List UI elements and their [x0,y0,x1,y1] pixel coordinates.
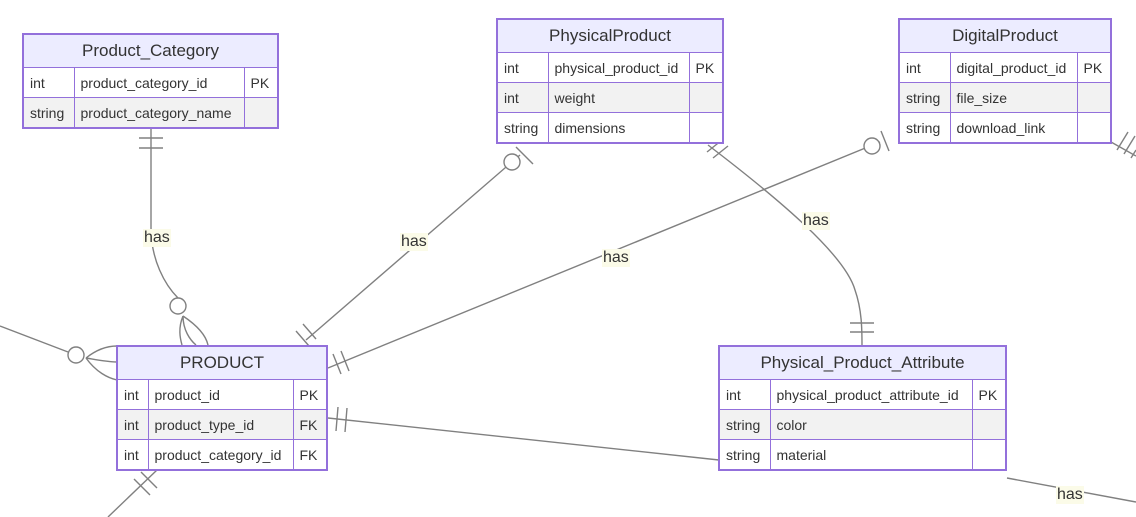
attribute-row: int product_category_id PK [24,68,277,98]
attribute-key [688,112,722,142]
attribute-row: string product_category_name [24,97,277,127]
attribute-type: int [498,53,549,83]
attribute-table: int physical_product_attribute_id PK str… [720,380,1005,469]
attribute-name: dimensions [547,112,690,142]
attribute-type: int [24,68,75,98]
attribute-row: string color [720,409,1005,440]
attribute-row: string material [720,439,1005,469]
entity-title: Product_Category [24,35,277,68]
edge-category-product [139,129,209,346]
relationship-label-physical-product: has [400,233,428,251]
attribute-type: int [118,409,149,440]
attribute-key: FK [292,409,326,440]
attribute-name: product_category_id [147,439,294,469]
attribute-key: PK [243,68,277,98]
attribute-key [688,82,722,113]
attribute-type: int [720,380,771,410]
entity-title: PRODUCT [118,347,326,380]
attribute-table: int physical_product_id PK int weight st… [498,53,722,142]
attribute-key: PK [688,53,722,83]
attribute-key [971,439,1005,469]
attribute-type: int [118,439,149,469]
entity-physical-product: PhysicalProduct int physical_product_id … [496,18,724,144]
entity-product-category: Product_Category int product_category_id… [22,33,279,129]
attribute-row: int digital_product_id PK [900,53,1110,83]
entity-title: DigitalProduct [900,20,1110,53]
edge-physical-attribute [706,139,874,347]
relationship-label-digital-product: has [602,249,630,267]
attribute-name: weight [547,82,690,113]
entity-title: Physical_Product_Attribute [720,347,1005,380]
attribute-name: product_category_id [73,68,245,98]
attribute-table: int product_id PK int product_type_id FK… [118,380,326,469]
attribute-row: int physical_product_attribute_id PK [720,380,1005,410]
entity-product: PRODUCT int product_id PK int product_ty… [116,345,328,471]
attribute-name: product_category_name [73,97,245,127]
attribute-type: string [900,112,951,142]
attribute-row: int weight [498,82,722,113]
entity-physical-product-attribute: Physical_Product_Attribute int physical_… [718,345,1007,471]
edge-offscreen-bottom-left [107,469,158,517]
attribute-name: digital_product_id [949,53,1078,83]
attribute-name: product_id [147,380,294,410]
attribute-name: physical_product_id [547,53,690,83]
attribute-row: int product_id PK [118,380,326,410]
attribute-table: int product_category_id PK string produc… [24,68,277,127]
attribute-type: int [118,380,149,410]
attribute-key [1076,82,1110,113]
relationship-label-category-product: has [143,229,171,247]
attribute-row: int product_type_id FK [118,409,326,440]
attribute-key: FK [292,439,326,469]
attribute-name: download_link [949,112,1078,142]
relationship-label-product-offscreen: has [1056,486,1084,504]
attribute-key: PK [971,380,1005,410]
attribute-type: string [24,97,75,127]
attribute-row: int physical_product_id PK [498,53,722,83]
attribute-type: string [720,409,771,440]
attribute-row: string download_link [900,112,1110,142]
relationship-label-physical-attribute: has [802,212,830,230]
attribute-key [971,409,1005,440]
attribute-name: physical_product_attribute_id [769,380,973,410]
attribute-key: PK [1076,53,1110,83]
entity-digital-product: DigitalProduct int digital_product_id PK… [898,18,1112,144]
attribute-type: string [900,82,951,113]
attribute-row: int product_category_id FK [118,439,326,469]
attribute-type: string [720,439,771,469]
attribute-row: string file_size [900,82,1110,113]
attribute-type: int [900,53,951,83]
attribute-name: product_type_id [147,409,294,440]
attribute-key [1076,112,1110,142]
attribute-key: PK [292,380,326,410]
attribute-name: color [769,409,973,440]
entity-title: PhysicalProduct [498,20,722,53]
attribute-row: string dimensions [498,112,722,142]
edge-digital-offscreen [1110,131,1136,159]
attribute-name: file_size [949,82,1078,113]
attribute-key [243,97,277,127]
attribute-type: string [498,112,549,142]
attribute-table: int digital_product_id PK string file_si… [900,53,1110,142]
attribute-type: int [498,82,549,113]
attribute-name: material [769,439,973,469]
edge-offscreen-left [0,325,118,381]
